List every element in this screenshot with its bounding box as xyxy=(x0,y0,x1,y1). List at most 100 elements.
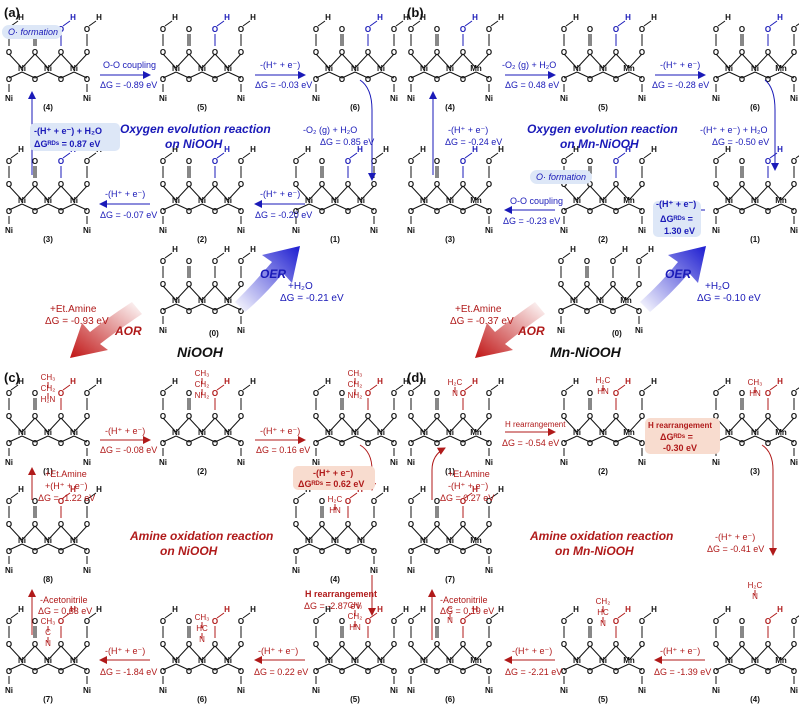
hydrogen-atom: H xyxy=(573,13,579,22)
aor-label-right: AOR xyxy=(517,324,545,338)
oxygen-atom: O xyxy=(212,389,218,398)
oxygen-atom: O xyxy=(32,439,38,448)
structure-number: (1) xyxy=(43,467,53,476)
structure-number: (7) xyxy=(445,575,455,584)
a-s12-label: -(H⁺ + e⁻) xyxy=(260,189,300,199)
metal-atom: Ni xyxy=(751,196,759,205)
c-s81-dg: ΔG = -1.22 eV xyxy=(38,493,95,503)
oxygen-atom: O xyxy=(408,547,414,556)
oxygen-atom: O xyxy=(739,180,745,189)
oxygen-atom: O xyxy=(293,157,299,166)
surface-hydroxyl: OH xyxy=(636,245,654,278)
hydrogen-atom: H xyxy=(472,13,478,22)
amine-atom: CH₃ xyxy=(195,613,210,622)
bond xyxy=(436,645,451,661)
bond xyxy=(462,525,477,541)
surface-hydroxyl: OH xyxy=(791,387,799,410)
surface-hydroxyl: OH xyxy=(486,13,504,46)
surface-hydroxyl: OH xyxy=(765,145,783,178)
oxygen-atom: O xyxy=(238,207,244,216)
structure-number: (2) xyxy=(598,235,608,244)
bond xyxy=(602,71,617,79)
surface-hydroxyl: OH xyxy=(6,605,24,638)
bond xyxy=(214,185,229,201)
oxygen-atom: O xyxy=(32,75,38,84)
surface-hydroxyl: OH xyxy=(58,485,76,518)
bond xyxy=(475,435,490,443)
bond xyxy=(164,252,173,259)
bond xyxy=(201,417,216,433)
o-formation-box-b xyxy=(530,170,592,184)
oxygen-atom: O xyxy=(561,75,567,84)
d-s67-dg: ΔG = 0.19 eV xyxy=(440,606,494,616)
bond xyxy=(767,645,782,661)
a-s23-label: -(H⁺ + e⁻) xyxy=(105,189,145,199)
rds-box-b xyxy=(653,201,701,237)
oxygen-atom: O xyxy=(391,48,397,57)
d-s23-dg-1: ΔGᴿᴰˢ = xyxy=(660,432,693,442)
surface-hydroxyl: OH xyxy=(765,605,783,638)
oxygen-atom: O xyxy=(765,640,771,649)
oxygen-atom: O xyxy=(6,180,12,189)
oxygen-atom: O xyxy=(639,25,645,34)
bond xyxy=(423,71,438,79)
bond xyxy=(767,71,782,79)
d-s56-label: -(H⁺ + e⁻) xyxy=(512,646,552,656)
oxygen-atom: O xyxy=(6,389,12,398)
bond xyxy=(367,663,382,671)
oxygen-atom: O xyxy=(791,207,797,216)
hydrogen-atom: H xyxy=(625,605,631,614)
bond xyxy=(62,152,71,159)
surface-hydroxyl: OH xyxy=(486,377,504,410)
oxygen-atom: O xyxy=(486,207,492,216)
oxygen-atom: O xyxy=(32,667,38,676)
bond xyxy=(617,612,626,619)
bond xyxy=(741,435,756,443)
oxygen-atom: O xyxy=(739,412,745,421)
oxygen-atom: O xyxy=(58,48,64,57)
metal-atom: Ni xyxy=(560,458,568,467)
oxygen-atom: O xyxy=(739,617,745,626)
bond xyxy=(214,645,229,661)
oxygen-atom: O xyxy=(434,48,440,57)
bond xyxy=(162,417,177,433)
bond xyxy=(615,417,630,433)
b-s12-dg-1: ΔGᴿᴰˢ = xyxy=(660,214,693,224)
bond xyxy=(60,71,75,79)
a-s45-label: O-O coupling xyxy=(103,60,156,70)
oxygen-atom: O xyxy=(713,180,719,189)
oxygen-atom: O xyxy=(293,207,299,216)
oxygen-atom: O xyxy=(58,667,64,676)
panel-a: O· formation Oxygen evolution reaction o… xyxy=(2,25,376,220)
c-s78-label: -Acetonitrile xyxy=(40,595,88,605)
bond xyxy=(475,645,490,661)
bond xyxy=(615,435,630,443)
bond xyxy=(754,663,769,671)
metal-atom: Ni xyxy=(790,458,798,467)
bond xyxy=(490,20,499,27)
surface-hydroxyl: OH xyxy=(313,377,331,410)
bond xyxy=(34,543,49,551)
bond xyxy=(412,152,421,159)
hydrogen-atom: H xyxy=(777,13,783,22)
bond xyxy=(412,384,421,391)
bond xyxy=(328,71,343,79)
bond xyxy=(449,435,464,443)
a-s34-label: -(H⁺ + e⁻) + H₂O xyxy=(34,126,102,136)
bond xyxy=(347,525,362,541)
bond xyxy=(780,71,795,79)
metal-atom: Ni xyxy=(377,656,385,665)
oxygen-atom: O xyxy=(610,257,616,266)
bond xyxy=(780,435,795,443)
amine-atom: H₂C xyxy=(748,581,763,590)
oxygen-atom: O xyxy=(58,412,64,421)
oxygen-atom: O xyxy=(408,439,414,448)
bond xyxy=(214,435,229,443)
oxygen-atom: O xyxy=(639,180,645,189)
bond xyxy=(767,663,782,671)
amine-atom: CH₃ xyxy=(348,369,363,378)
d-s71-dg: ΔG = 0.27 eV xyxy=(440,493,494,503)
oxygen-atom: O xyxy=(739,439,745,448)
surface-hydroxyl: OH xyxy=(460,605,478,638)
